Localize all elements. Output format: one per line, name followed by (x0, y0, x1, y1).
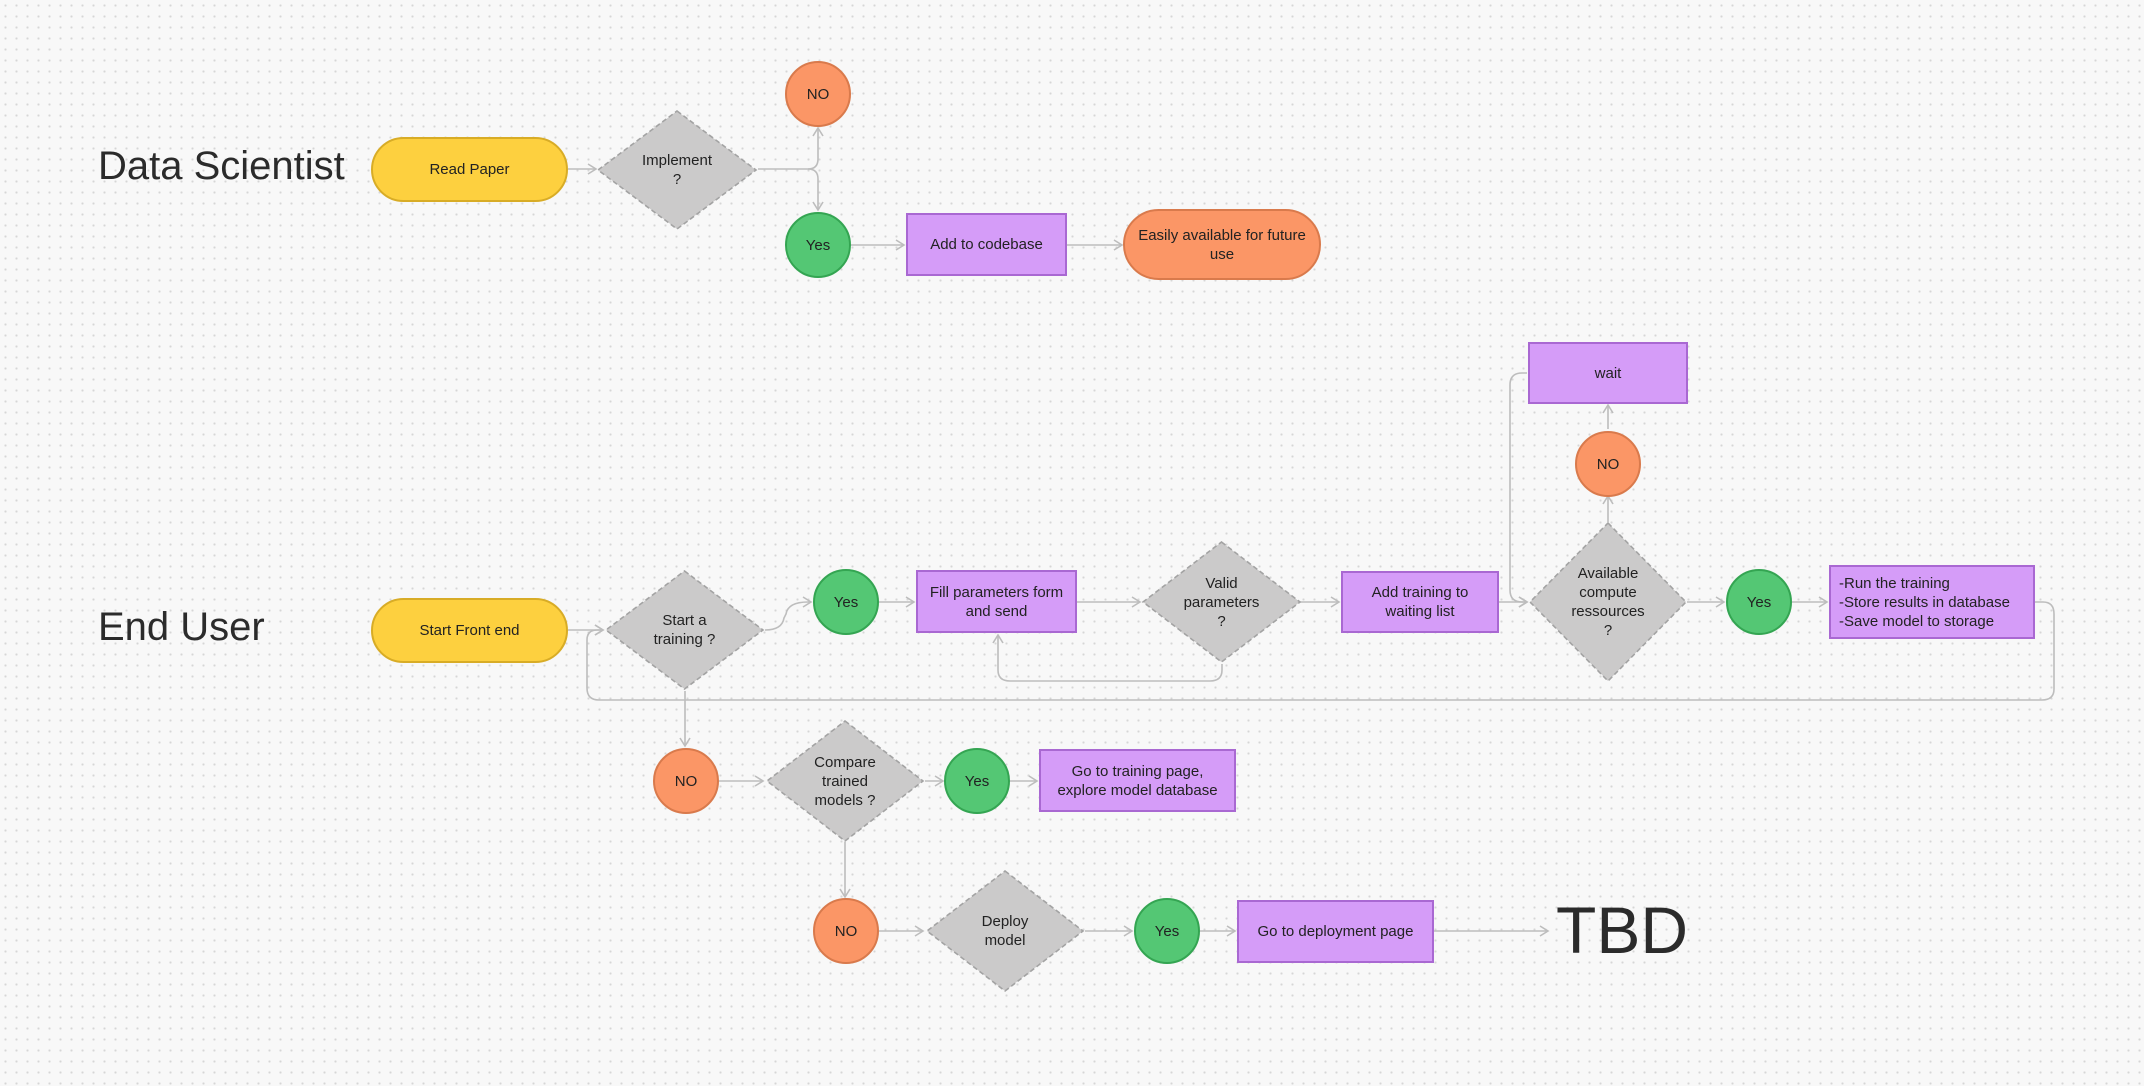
edge-valid-loop (992, 633, 1223, 682)
edge-implement-no (758, 126, 824, 170)
node-start-front-end[interactable]: Start Front end (371, 598, 568, 663)
decision-deploy-model[interactable]: Deploy model (981, 913, 1029, 949)
node-yes-compare[interactable]: Yes (944, 748, 1010, 814)
edge-starttraining-yes (764, 596, 813, 631)
decision-available-compute-shape (1528, 521, 1688, 683)
node-yes-compute[interactable]: Yes (1726, 569, 1792, 635)
edge-wait-loop (1509, 372, 1529, 608)
decision-valid-parameters[interactable]: Valid parameters ? (1183, 574, 1260, 630)
lane-title-data-scientist: Data Scientist (98, 144, 345, 188)
node-no-compute[interactable]: NO (1575, 431, 1641, 497)
node-no-implement[interactable]: NO (785, 61, 851, 127)
decision-deploy-model-shape (925, 869, 1085, 993)
node-yes-deploy[interactable]: Yes (1134, 898, 1200, 964)
node-add-to-codebase[interactable]: Add to codebase (906, 213, 1067, 276)
decision-compare-models[interactable]: Compare trained models ? (814, 753, 876, 809)
decision-start-training-shape (604, 569, 765, 691)
node-read-paper[interactable]: Read Paper (371, 137, 568, 202)
edge-run-loop (586, 601, 2055, 701)
node-no-start-training[interactable]: NO (653, 748, 719, 814)
node-wait[interactable]: wait (1528, 342, 1688, 404)
node-go-training-page[interactable]: Go to training page, explore model datab… (1039, 749, 1236, 812)
node-go-deployment[interactable]: Go to deployment page (1237, 900, 1434, 963)
decision-start-training[interactable]: Start a training ? (653, 612, 716, 648)
node-easily-available[interactable]: Easily available for future use (1123, 209, 1321, 280)
tbd-label: TBD (1556, 893, 1688, 967)
decision-implement[interactable]: Implement ? (641, 152, 713, 188)
node-yes-start-training[interactable]: Yes (813, 569, 879, 635)
node-no-compare[interactable]: NO (813, 898, 879, 964)
node-yes-implement[interactable]: Yes (785, 212, 851, 278)
node-run-training[interactable]: -Run the training -Store results in data… (1829, 565, 2035, 639)
decision-compare-models-shape (765, 719, 925, 843)
node-fill-parameters[interactable]: Fill parameters form and send (916, 570, 1077, 633)
decision-available-compute[interactable]: Available compute ressources ? (1571, 565, 1645, 639)
decision-implement-shape (596, 110, 758, 230)
edge-implement-yes (807, 168, 824, 212)
decision-valid-parameters-shape (1141, 540, 1302, 664)
lane-title-end-user: End User (98, 605, 265, 649)
node-add-training-waiting[interactable]: Add training to waiting list (1341, 571, 1499, 633)
